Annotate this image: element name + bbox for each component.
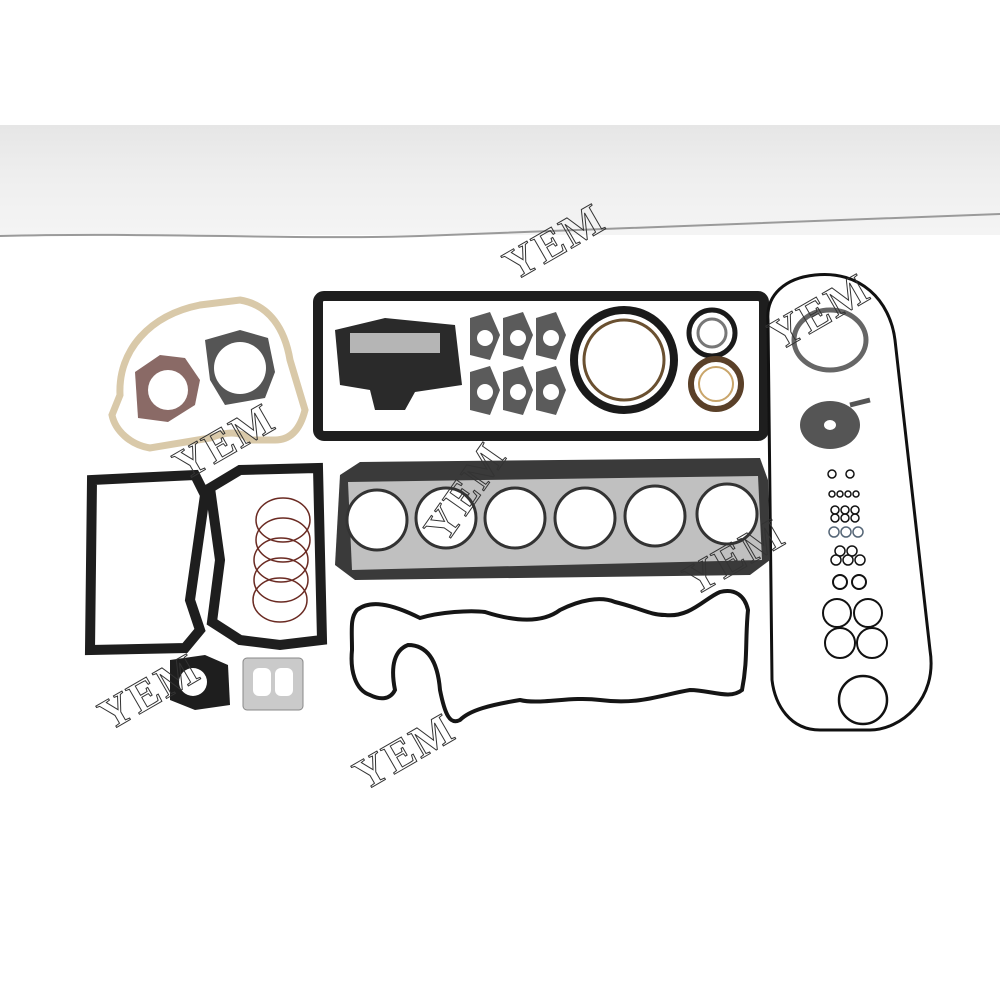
water-pump-gasket bbox=[135, 355, 200, 422]
turbo-gasket bbox=[242, 657, 304, 711]
cylinder-head-gasket bbox=[335, 458, 770, 580]
backdrop-top bbox=[0, 0, 1000, 125]
sealing-tape-roll bbox=[800, 397, 871, 449]
oil-cooler-gasket bbox=[335, 318, 462, 410]
backdrop-paper bbox=[0, 125, 1000, 235]
valve-cover-gasket-left bbox=[84, 469, 211, 656]
oil-pan-gasket bbox=[313, 291, 769, 441]
rear-crankshaft-seal bbox=[570, 306, 678, 414]
paper-fold-edge bbox=[0, 213, 1000, 239]
large-o-ring-loop bbox=[766, 272, 933, 732]
timing-cover-gasket bbox=[108, 296, 309, 452]
valve-cover-seal bbox=[349, 589, 751, 724]
front-crankshaft-seals bbox=[686, 307, 744, 412]
liner-o-rings bbox=[252, 497, 311, 623]
water-outlet-gasket bbox=[170, 655, 230, 710]
assorted-o-rings bbox=[822, 469, 889, 726]
thermostat-gasket bbox=[205, 330, 275, 405]
exhaust-manifold-gaskets bbox=[470, 312, 566, 415]
valve-cover-gasket-right bbox=[204, 462, 328, 651]
metal-band-ring bbox=[791, 307, 869, 373]
